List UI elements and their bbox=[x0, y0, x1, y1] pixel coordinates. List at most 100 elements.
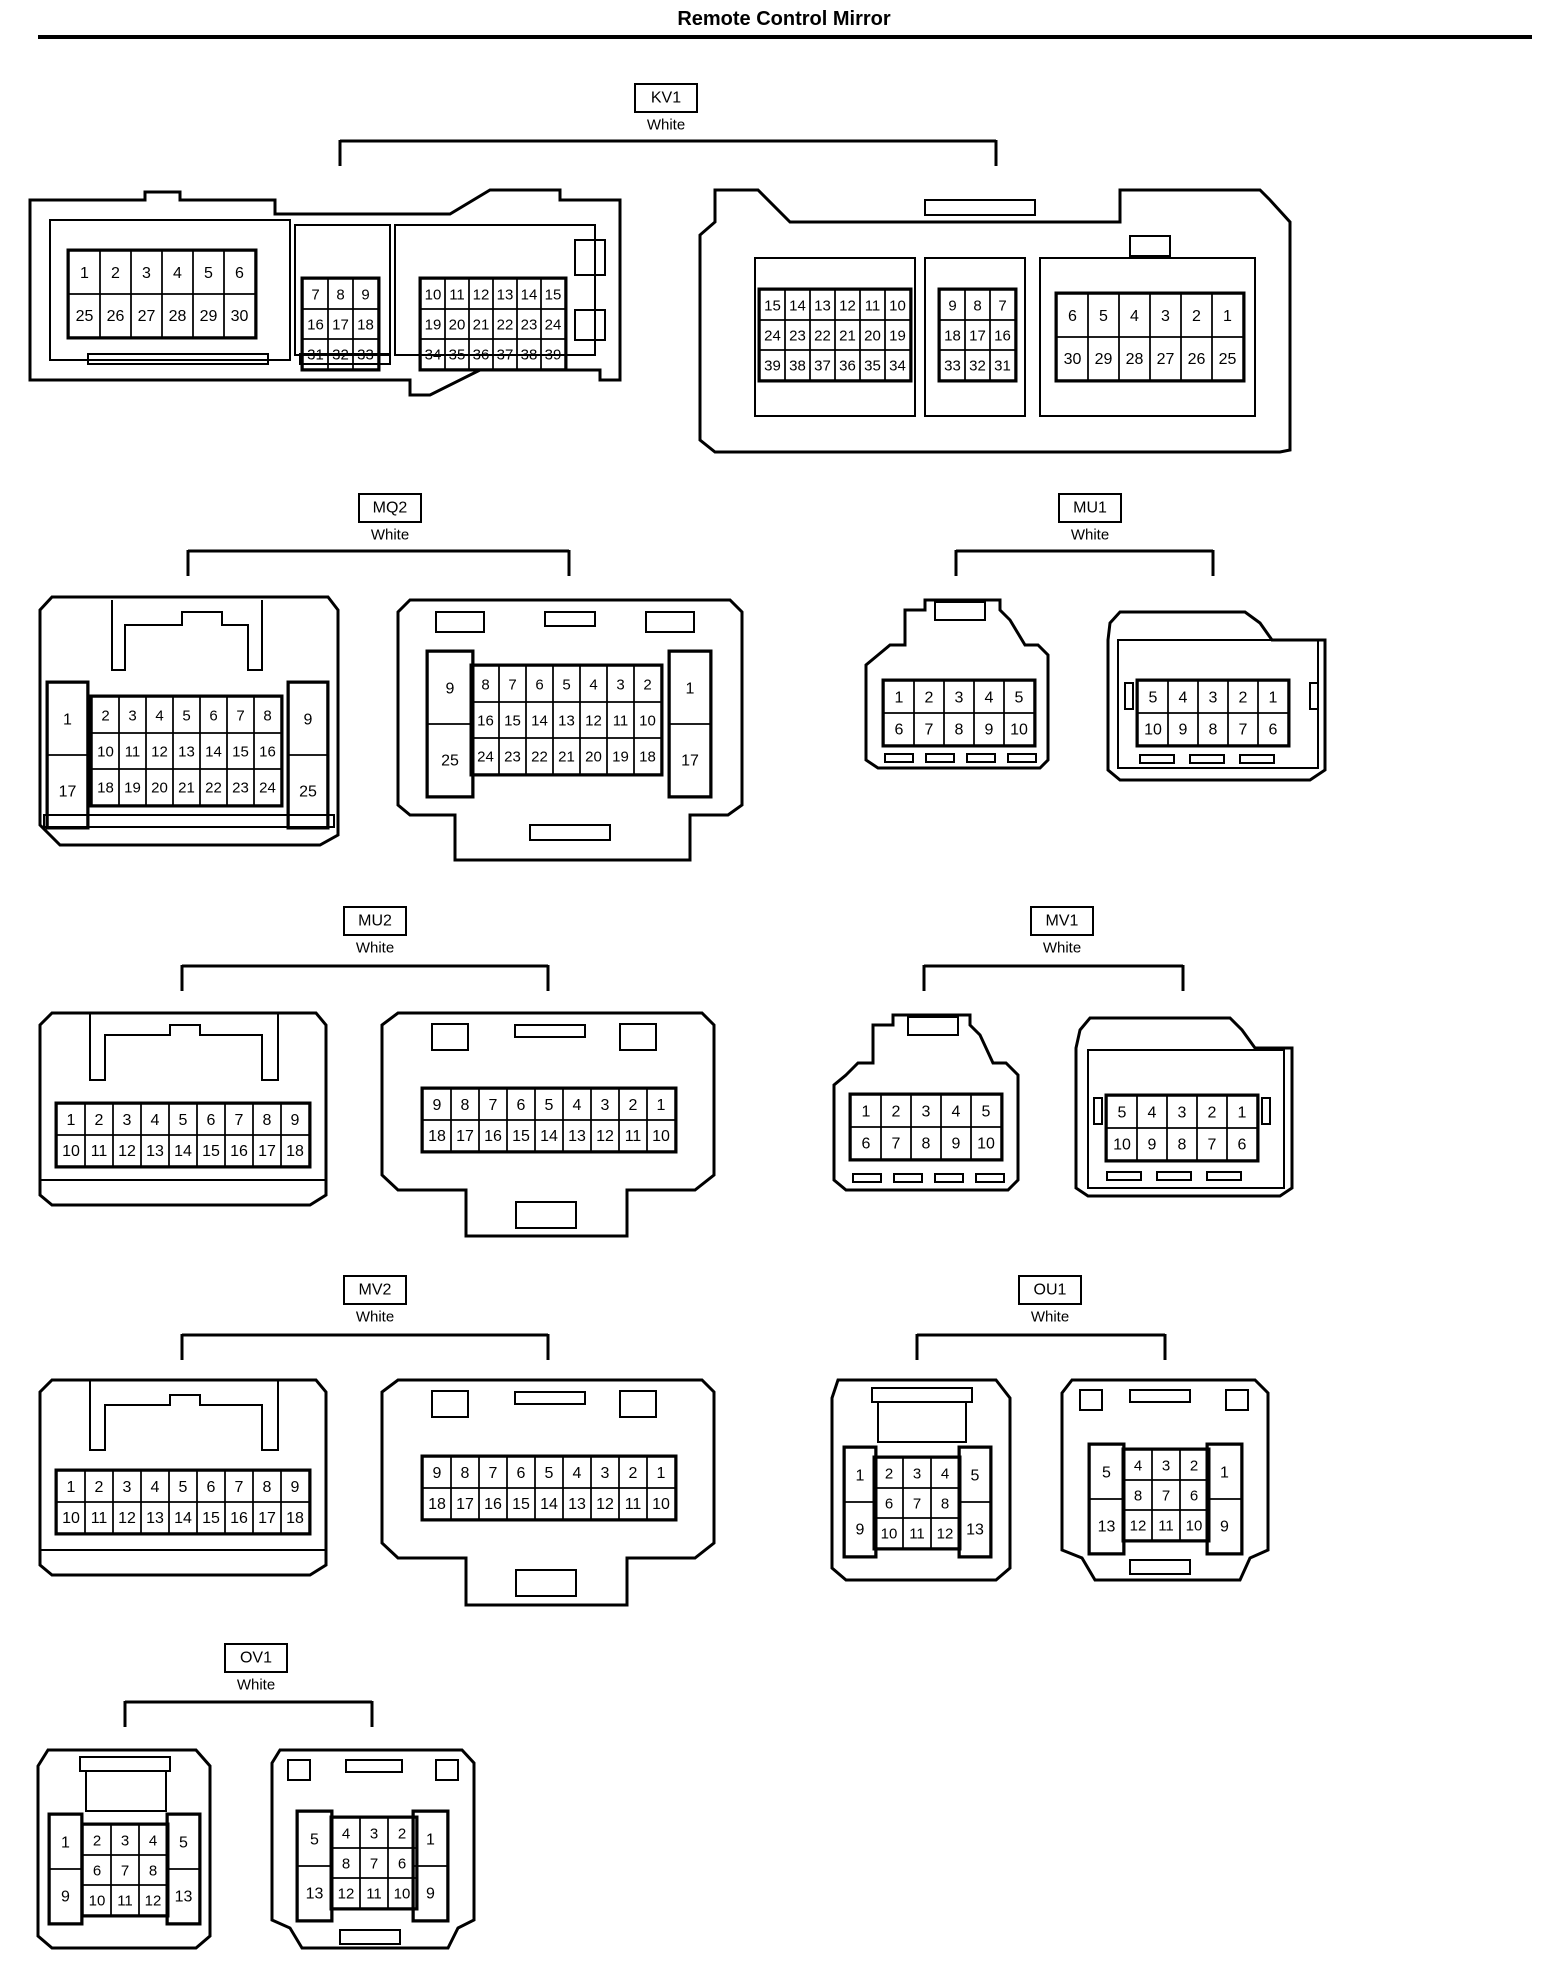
housing-outline bbox=[287, 1759, 311, 1781]
pin-number: 9 bbox=[304, 712, 313, 729]
housing-outline bbox=[431, 1390, 469, 1418]
pin-number: 23 bbox=[232, 780, 249, 797]
housing-outline bbox=[38, 595, 340, 847]
housing-outline bbox=[1106, 610, 1327, 782]
pin-number: 4 bbox=[941, 1466, 949, 1483]
pin-number: 16 bbox=[259, 744, 276, 761]
pin-block-frame bbox=[420, 1086, 678, 1154]
pin-number: 1 bbox=[1238, 1105, 1247, 1122]
pin-number: 15 bbox=[512, 1496, 530, 1513]
pin-number: 22 bbox=[497, 317, 514, 334]
pin-number: 9 bbox=[361, 287, 369, 304]
pin-number: 5 bbox=[982, 1104, 991, 1121]
pin-number: 2 bbox=[1239, 690, 1248, 707]
housing-outline bbox=[1261, 1097, 1271, 1125]
pin-number: 11 bbox=[366, 1886, 382, 1903]
pin-number: 17 bbox=[969, 328, 986, 345]
pin-number: 5 bbox=[179, 1112, 188, 1129]
pin-number: 8 bbox=[342, 1856, 350, 1873]
pin-number: 5 bbox=[179, 1835, 188, 1852]
pin-number: 9 bbox=[1148, 1137, 1157, 1154]
pin-number: 21 bbox=[473, 317, 490, 334]
pin-number: 7 bbox=[121, 1863, 129, 1880]
pin-number: 19 bbox=[425, 317, 442, 334]
connector-id: MV1 bbox=[1046, 913, 1079, 930]
pin-number: 24 bbox=[477, 749, 494, 766]
latch-slot bbox=[1206, 1171, 1242, 1181]
connector-id-box bbox=[1018, 1275, 1082, 1305]
connector-id: MQ2 bbox=[373, 500, 408, 517]
pin-number: 18 bbox=[286, 1143, 304, 1160]
pin-number: 17 bbox=[456, 1128, 474, 1145]
pin-number: 5 bbox=[179, 1479, 188, 1496]
latch-slot bbox=[1189, 754, 1225, 764]
pin-number: 7 bbox=[1162, 1488, 1170, 1505]
pin-number: 25 bbox=[76, 308, 94, 325]
pin-number: 5 bbox=[1102, 1465, 1111, 1482]
pin-number: 12 bbox=[596, 1496, 614, 1513]
pin-block-frame bbox=[757, 287, 913, 383]
connector-id: MU1 bbox=[1073, 500, 1107, 517]
housing-outline bbox=[1060, 1378, 1270, 1582]
connector-id: MV2 bbox=[359, 1282, 392, 1299]
latch-slot bbox=[852, 1173, 882, 1183]
pin-block-frame bbox=[469, 663, 664, 777]
pin-number: 28 bbox=[169, 308, 187, 325]
pin-number: 19 bbox=[124, 780, 141, 797]
latch-slot bbox=[1239, 754, 1275, 764]
pin-block-frame bbox=[45, 680, 90, 830]
pin-block-frame bbox=[1121, 1447, 1211, 1543]
pin-number: 14 bbox=[540, 1128, 558, 1145]
housing-outline bbox=[574, 239, 606, 276]
pin-number: 20 bbox=[864, 328, 881, 345]
pin-number: 5 bbox=[971, 1468, 980, 1485]
pin-block-frame bbox=[411, 1809, 450, 1923]
housing-outline bbox=[698, 188, 1292, 454]
pin-number: 25 bbox=[1219, 351, 1237, 368]
pin-number: 3 bbox=[121, 1833, 129, 1850]
latch-slot bbox=[1106, 1171, 1142, 1181]
pin-number: 9 bbox=[985, 722, 994, 739]
pin-number: 11 bbox=[909, 1526, 925, 1543]
pin-number: 3 bbox=[128, 708, 136, 725]
housing-outline bbox=[877, 1401, 967, 1443]
latch-slot bbox=[925, 753, 955, 763]
pin-number: 12 bbox=[118, 1510, 136, 1527]
pin-number: 23 bbox=[521, 317, 538, 334]
pin-number: 17 bbox=[258, 1143, 276, 1160]
connector-id-box bbox=[343, 1275, 407, 1305]
pin-number: 16 bbox=[230, 1510, 248, 1527]
housing-outline bbox=[1225, 1389, 1249, 1411]
pin-number: 24 bbox=[259, 780, 276, 797]
housing-outline bbox=[111, 600, 263, 671]
pin-number: 11 bbox=[625, 1496, 642, 1513]
pin-number: 8 bbox=[1134, 1488, 1142, 1505]
pin-number: 23 bbox=[789, 328, 806, 345]
pin-number: 33 bbox=[944, 358, 961, 375]
pin-number: 4 bbox=[589, 677, 597, 694]
pin-number: 1 bbox=[686, 681, 695, 698]
pin-number: 1 bbox=[63, 712, 72, 729]
pin-number: 29 bbox=[200, 308, 218, 325]
pin-number: 7 bbox=[236, 708, 244, 725]
pin-block-frame bbox=[420, 1454, 678, 1522]
pin-number: 4 bbox=[155, 708, 163, 725]
pin-number: 10 bbox=[889, 298, 906, 315]
pin-number: 14 bbox=[174, 1510, 192, 1527]
page-title: Remote Control Mirror bbox=[677, 8, 891, 30]
pin-number: 14 bbox=[540, 1496, 558, 1513]
pin-number: 4 bbox=[173, 265, 182, 282]
pin-number: 9 bbox=[61, 1889, 70, 1906]
pin-number: 7 bbox=[311, 287, 319, 304]
pin-number: 6 bbox=[895, 722, 904, 739]
pin-number: 7 bbox=[489, 1465, 498, 1482]
pin-number: 10 bbox=[1186, 1518, 1203, 1535]
pin-block-frame bbox=[1205, 1442, 1244, 1556]
pin-number: 4 bbox=[1134, 1458, 1142, 1475]
housing-outline bbox=[79, 1756, 171, 1772]
